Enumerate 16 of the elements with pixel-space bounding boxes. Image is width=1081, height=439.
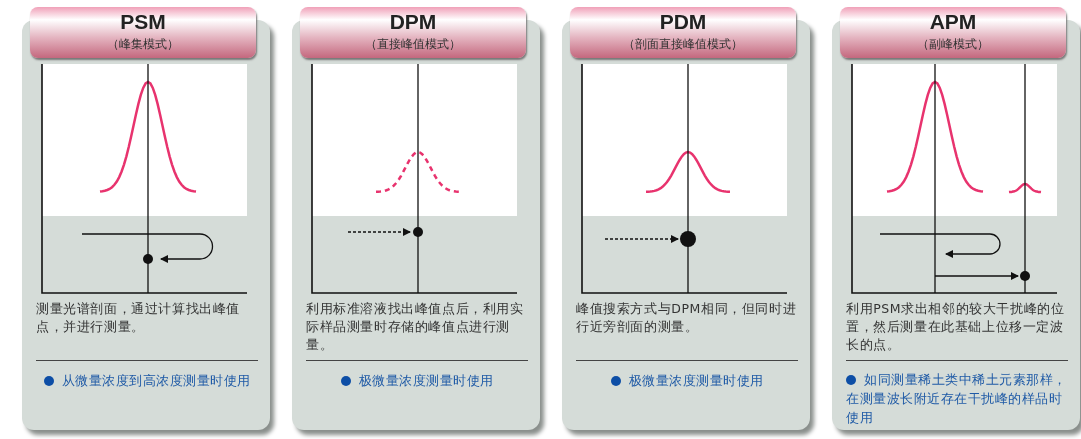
usage-note: 如同测量稀土类中稀土元素那样，在测量波长附近存在干扰峰的样品时使用 [846, 370, 1068, 427]
description-text: 测量光谱剖面，通过计算找出峰值点，并进行测量。 [36, 300, 241, 336]
mode-title: APM [929, 11, 977, 33]
mode-subtitle: （峰集模式） [107, 37, 179, 51]
mode-title: PSM [120, 11, 166, 33]
mode-subtitle: （副峰模式） [917, 37, 989, 51]
usage-note: 从微量浓度到高浓度测量时使用 [43, 371, 251, 390]
description-text: 峰值搜索方式与DPM相同，但同时进行近旁剖面的测量。 [576, 300, 798, 336]
usage-note: 极微量浓度测量时使用 [340, 371, 494, 390]
mode-title: DPM [389, 11, 437, 33]
description-text: 利用标准溶液找出峰值点后，利用实际样品测量时存储的峰值点进行测量。 [306, 300, 525, 354]
usage-note: 极微量浓度测量时使用 [610, 371, 764, 390]
mode-title: PDM [659, 11, 707, 33]
mode-subtitle: （剖面直接峰值模式） [623, 37, 743, 51]
mode-subtitle: （直接峰值模式） [365, 37, 461, 51]
description-text: 利用PSM求出相邻的较大干扰峰的位置，然后测量在此基础上位移一定波长的点。 [846, 300, 1066, 354]
